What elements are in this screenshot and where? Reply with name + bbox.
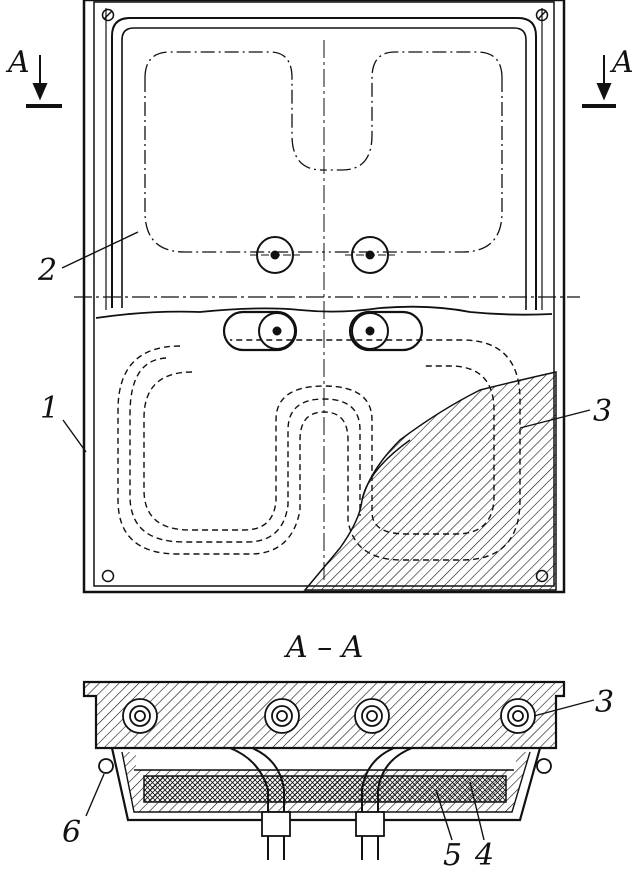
section-mark-right: A: [612, 45, 634, 80]
part-label-3-section: 3: [595, 685, 615, 720]
screw-head-icon: [101, 8, 549, 583]
leader-3: [519, 409, 591, 429]
part-label-6: 6: [62, 815, 82, 850]
heater-zone-left: [144, 51, 323, 171]
part-label-2: 2: [38, 253, 58, 288]
down-arrow-icon: [26, 55, 616, 108]
cover-plate-inner: [121, 27, 527, 310]
part-label-3: 3: [593, 394, 613, 429]
insulation-layer: [143, 775, 507, 803]
leader-2: [61, 231, 139, 269]
break-line: [95, 305, 553, 319]
plan-view: [26, 0, 616, 594]
foot-right: [536, 758, 552, 774]
part-label-1: 1: [40, 391, 60, 426]
cover-plate-outer: [111, 17, 537, 310]
section-view: [82, 680, 595, 860]
lead-wire-right: [361, 747, 395, 860]
terminal-slot-right: [348, 310, 424, 352]
part-label-5: 5: [443, 838, 463, 873]
foot-left: [98, 758, 114, 774]
housing-outline: [82, 0, 566, 594]
section-mark-left: A: [8, 45, 30, 80]
tray-outline: [110, 747, 542, 822]
leader-1: [62, 419, 87, 453]
tube-sections: [122, 698, 536, 734]
section-title: A – A: [286, 630, 364, 665]
plate-section: [82, 680, 566, 750]
part-label-4: 4: [475, 838, 495, 873]
hatched-section: [303, 371, 557, 591]
heater-zone-right: [322, 51, 503, 171]
heating-element-path: [117, 339, 521, 561]
lead-wire-left: [229, 747, 269, 860]
